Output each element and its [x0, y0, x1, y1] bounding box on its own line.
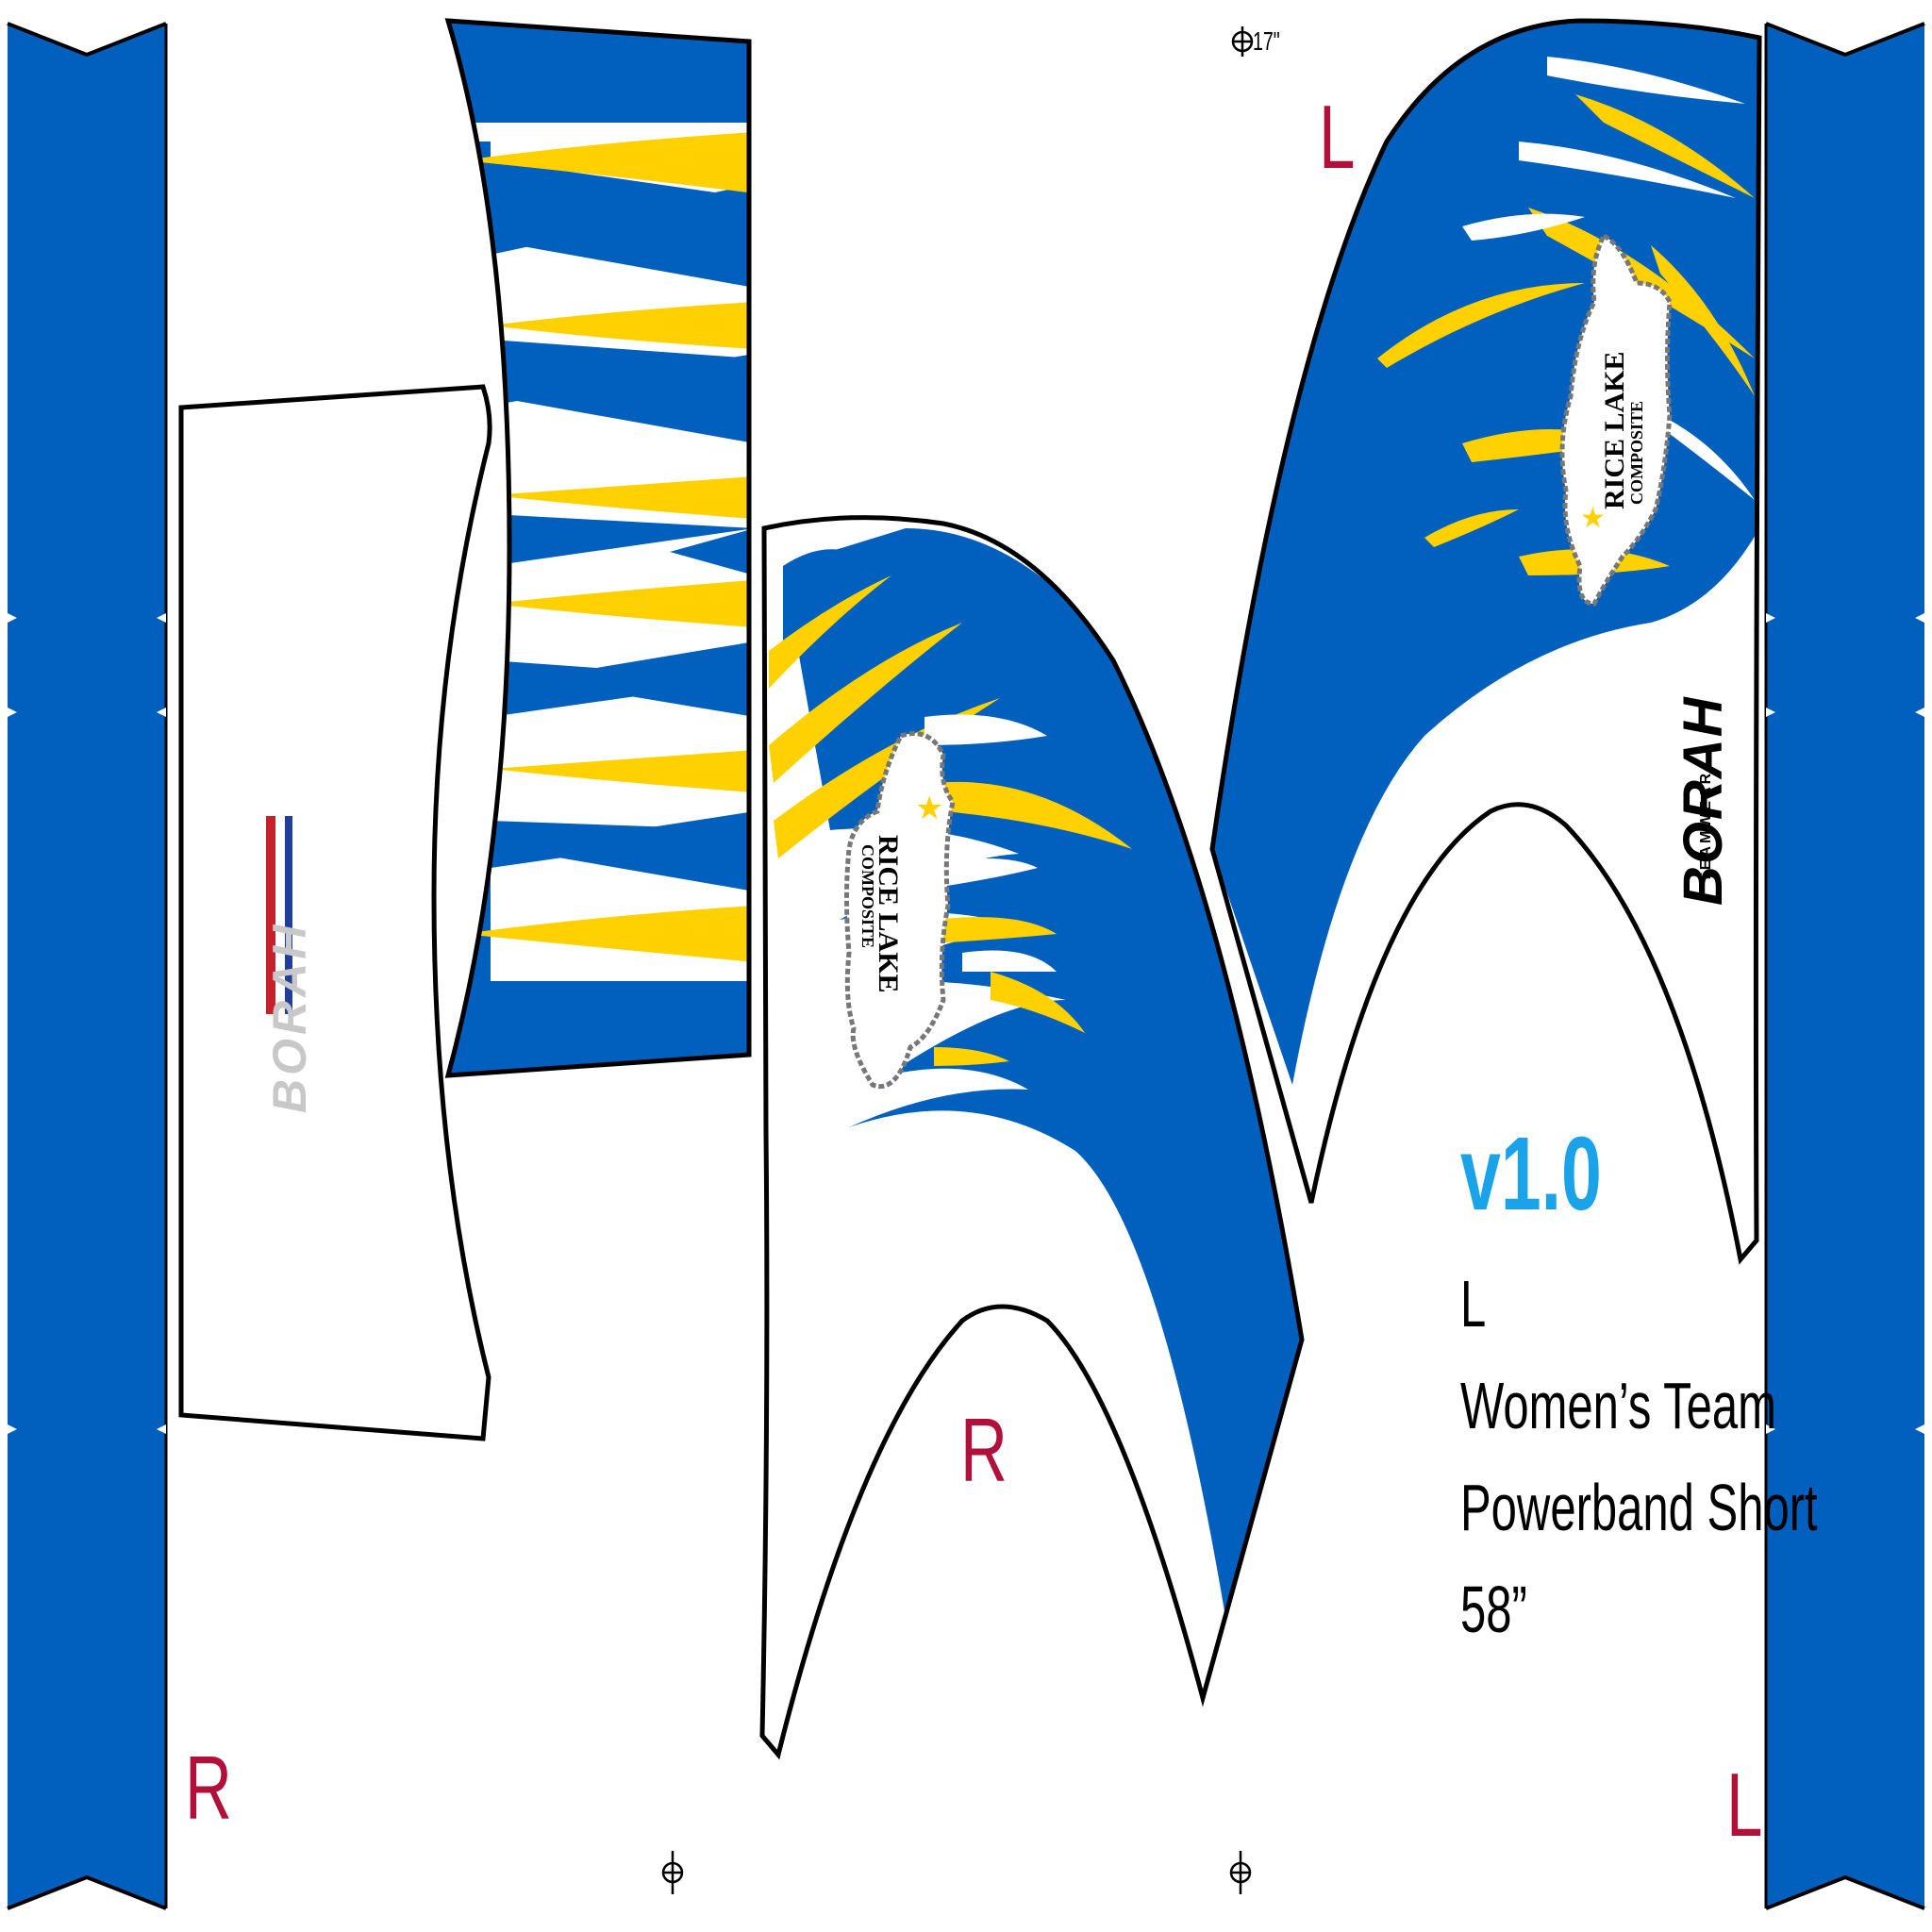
left-powerband-strip — [7, 22, 168, 1910]
registration-mark-top — [1231, 26, 1254, 57]
waistband-panel — [444, 18, 752, 1078]
spec-info-block: v1.0 L Women’s Team Powerband Short 58” — [1460, 1123, 1818, 1660]
version-label: v1.0 — [1460, 1116, 1602, 1232]
registration-mark-bottom-left — [661, 1851, 684, 1894]
team-logo-badge-left — [844, 731, 956, 1089]
registration-mark-bottom-right — [1229, 1851, 1252, 1894]
star-icon: ★ — [1580, 503, 1606, 534]
side-label-left-bottom: R — [185, 1738, 232, 1839]
team-logo-subtext-right: COMPOSITE — [1627, 401, 1647, 505]
side-label-center-piece: R — [960, 1400, 1008, 1501]
side-label-right-bottom: L — [1726, 1755, 1763, 1856]
team-logo-line2: COMPOSITE — [858, 844, 877, 949]
product-line-2: Powerband Short — [1460, 1471, 1818, 1544]
team-logo-text-right: RICE LAKE — [1599, 351, 1631, 509]
size-label: L — [1460, 1267, 1487, 1341]
team-logo-subtext-left: COMPOSITE — [858, 844, 877, 948]
team-logo-line1-right: RICE LAKE — [1599, 351, 1630, 509]
product-line-1: Women’s Team — [1460, 1369, 1776, 1442]
team-logo-line2-right: COMPOSITE — [1627, 400, 1646, 505]
gusset-panel — [178, 384, 492, 1441]
side-label-right-top: L — [1319, 87, 1356, 188]
brand-wordmark-panel: BORAH — [263, 921, 316, 1113]
right-leg-panel — [1209, 18, 1762, 1265]
brand-subwordmark-leg: TEAMWEAR — [1698, 770, 1714, 882]
registration-mark-label: 17" — [1253, 26, 1280, 56]
width-label: 58” — [1460, 1573, 1527, 1646]
star-icon: ★ — [915, 791, 944, 826]
team-logo-badge-right — [1559, 232, 1673, 607]
right-powerband-strip — [1764, 22, 1925, 1910]
